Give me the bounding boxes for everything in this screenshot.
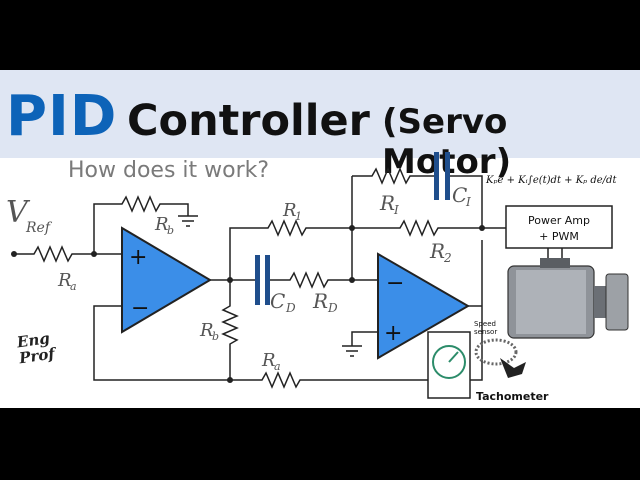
cd-label: C <box>270 289 285 313</box>
motor-coupling <box>605 273 629 331</box>
encoder-disk <box>474 338 518 366</box>
wire-sum-bus <box>351 176 378 281</box>
resistor-r1 <box>229 219 352 280</box>
r2-label: R <box>429 239 445 263</box>
cd-sub: D <box>285 301 296 315</box>
resistor-rb-vertical <box>221 280 239 380</box>
speed-sensor-label-1: Speed <box>474 320 496 328</box>
circuit-diagram: V Ref R a R b + − R 1 R b R a <box>6 152 629 403</box>
rb2-sub: b <box>212 330 219 343</box>
thumbnail-frame: PID Controller (Servo Motor) How does it… <box>0 70 640 408</box>
rb2-label: R <box>199 320 214 341</box>
tachometer-label: Tachometer <box>476 390 549 403</box>
capacitor-ci-plate-1 <box>434 152 439 200</box>
motor-terminal <box>540 258 570 268</box>
ri-label: R <box>379 191 395 215</box>
power-amp-label: Power Amp <box>528 214 590 227</box>
wire-ci-out <box>450 175 483 228</box>
ra-sub: a <box>70 280 77 293</box>
resistor-ri <box>352 167 434 185</box>
title-pid: PID <box>6 84 118 149</box>
pwm-label: + PWM <box>539 230 579 243</box>
wire-opamp1-feedback <box>93 305 230 381</box>
ground-symbol-2 <box>342 331 378 357</box>
motor-body-highlight <box>516 270 586 334</box>
title-controller: Controller <box>127 96 370 146</box>
opamp1-minus: − <box>131 296 149 321</box>
rb-label: R <box>154 214 169 235</box>
r1-sub: 1 <box>295 210 302 223</box>
opamp1-plus: + <box>129 245 147 270</box>
r1-label: R <box>282 200 297 221</box>
pid-formula: Kₚe + Kᵢ∫e(t)dt + Kₚ de/dt <box>486 175 617 186</box>
opamp2-plus: + <box>384 321 402 346</box>
subtitle: How does it work? <box>68 158 270 183</box>
r2-sub: 2 <box>443 251 452 265</box>
capacitor-cd-plate-2 <box>265 255 270 305</box>
ra2-sub: a <box>274 360 281 373</box>
opamp-2 <box>377 252 470 360</box>
resistor-rb-top <box>93 195 189 254</box>
ra-label: R <box>57 270 72 291</box>
capacitor-cd-plate-1 <box>255 255 260 305</box>
vref-sub: Ref <box>25 220 53 236</box>
ground-symbol-1 <box>178 215 198 227</box>
resistor-ra-bottom <box>230 240 483 389</box>
power-amp-box <box>505 205 613 249</box>
speed-sensor-label-2: sensor <box>474 328 497 336</box>
speed-sensor <box>500 358 526 378</box>
ci-sub: I <box>465 195 471 209</box>
resistor-rd <box>270 271 352 289</box>
ri-sub: I <box>393 203 399 217</box>
opamp2-minus: − <box>386 271 404 296</box>
tachometer-needle <box>448 351 459 363</box>
motor-shaft <box>594 286 608 318</box>
vref-label: V <box>6 195 31 230</box>
rb-sub: b <box>167 224 174 237</box>
resistor-ra <box>14 245 94 263</box>
capacitor-ci-plate-2 <box>445 152 450 200</box>
opamp-1 <box>121 226 212 334</box>
rd-label: R <box>312 289 328 313</box>
resistor-r2 <box>352 219 482 237</box>
ra2-label: R <box>261 350 276 371</box>
ci-label: C <box>452 183 467 207</box>
rd-sub: D <box>327 301 338 315</box>
